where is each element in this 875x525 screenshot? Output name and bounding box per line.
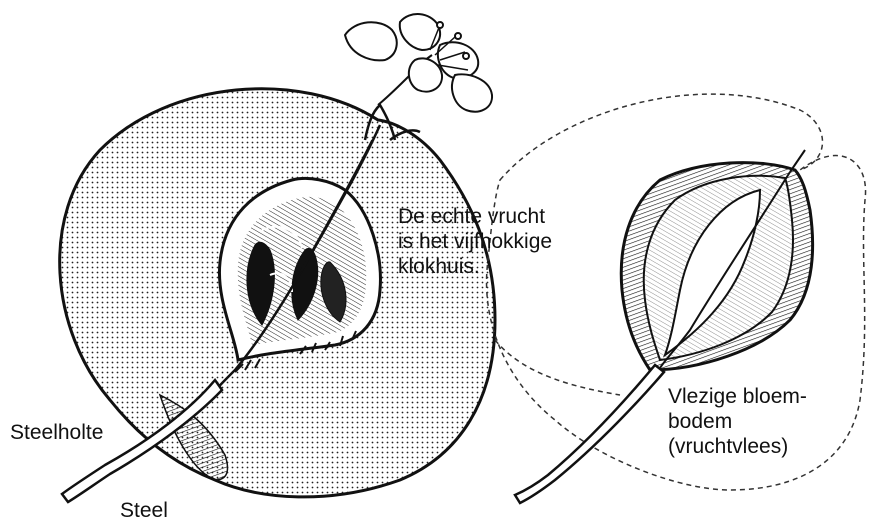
label-klokhuis-line-1: De echte vrucht xyxy=(398,204,552,229)
label-bloembodem: Vlezige bloem- bodem (vruchtvlees) xyxy=(668,384,807,459)
label-klokhuis-line-3: klokhuis. xyxy=(398,254,552,279)
label-bloembodem-line-3: (vruchtvlees) xyxy=(668,434,807,459)
label-klokhuis: De echte vrucht is het vijfhokkige klokh… xyxy=(398,204,552,279)
right-stem xyxy=(515,365,664,503)
label-steel: Steel xyxy=(120,498,168,523)
overlap-dashed-curve xyxy=(495,340,620,395)
label-klokhuis-line-2: is het vijfhokkige xyxy=(398,229,552,254)
label-bloembodem-line-2: bodem xyxy=(668,409,807,434)
apple-half-left xyxy=(60,89,495,502)
label-steelholte: Steelholte xyxy=(10,420,103,445)
label-bloembodem-line-1: Vlezige bloem- xyxy=(668,384,807,409)
apple-blossom xyxy=(345,14,492,112)
